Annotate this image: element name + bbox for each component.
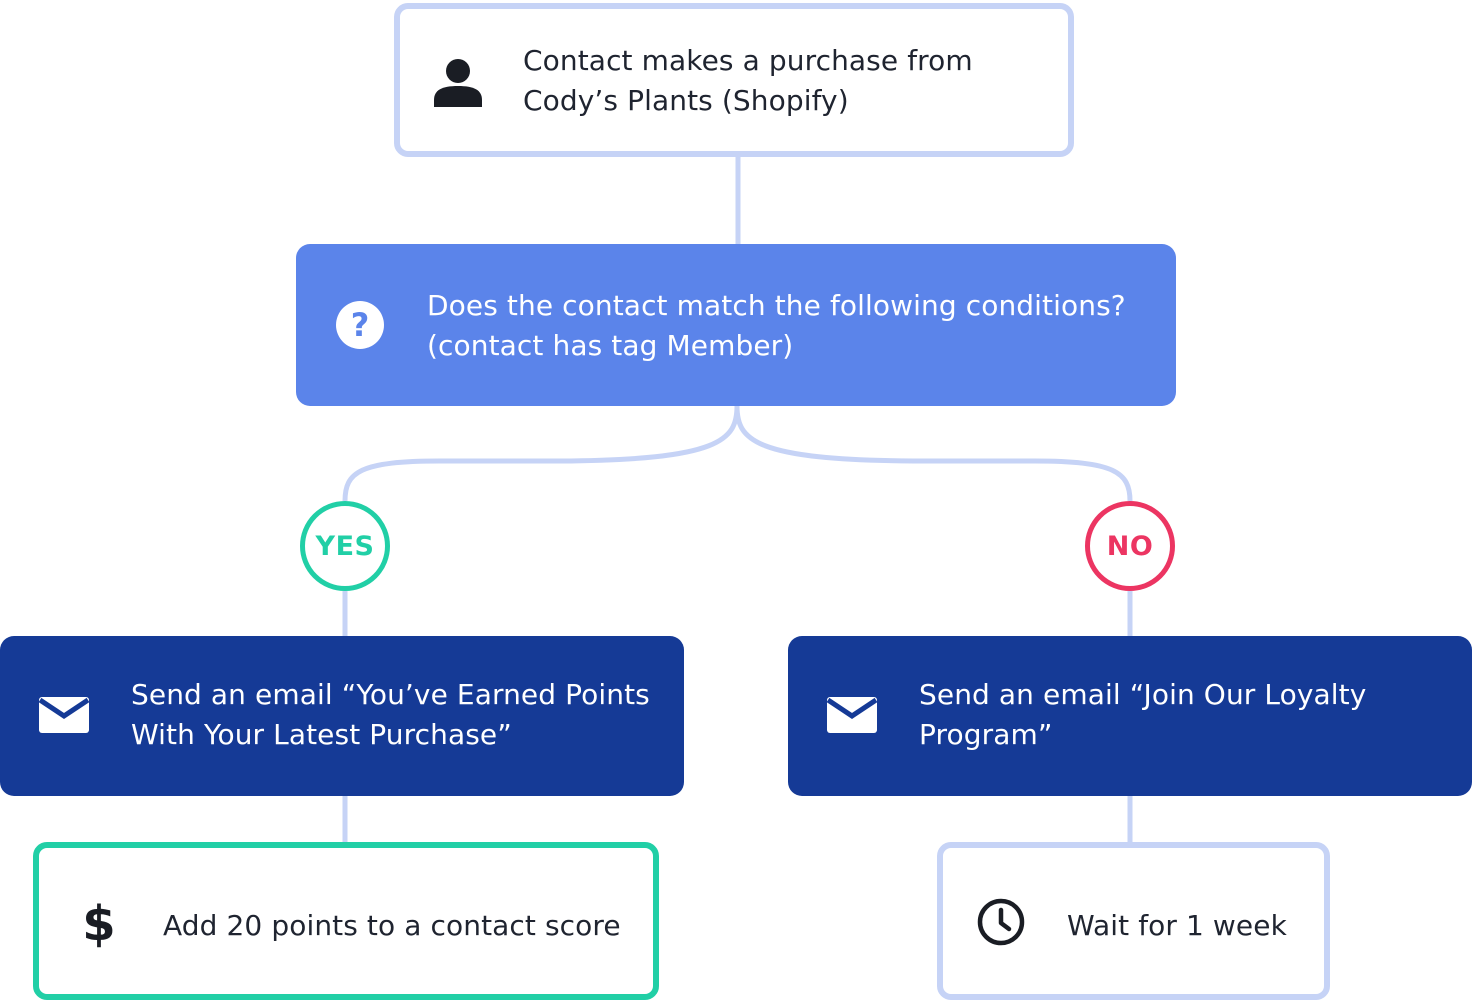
no-email-node[interactable]: Send an email “Join Our Loyalty Program” — [788, 636, 1472, 796]
trigger-text: Contact makes a purchase from Cody’s Pla… — [523, 41, 973, 121]
yes-action-text: Add 20 points to a contact score — [163, 909, 621, 942]
envelope-icon — [38, 697, 90, 737]
svg-text:$: $ — [82, 896, 115, 948]
svg-text:?: ? — [351, 306, 370, 344]
trigger-line-2: Cody’s Plants (Shopify) — [523, 84, 849, 117]
no-email-text: Send an email “Join Our Loyalty Program” — [919, 675, 1366, 755]
trigger-node[interactable]: Contact makes a purchase from Cody’s Pla… — [394, 3, 1074, 157]
condition-node[interactable]: ? Does the contact match the following c… — [296, 244, 1176, 406]
yes-email-node[interactable]: Send an email “You’ve Earned Points With… — [0, 636, 684, 796]
yes-action-node[interactable]: $ Add 20 points to a contact score — [33, 842, 659, 1000]
condition-line-1: Does the contact match the following con… — [427, 289, 1126, 322]
clock-icon — [976, 897, 1026, 951]
condition-text: Does the contact match the following con… — [427, 286, 1126, 366]
no-action-node[interactable]: Wait for 1 week — [937, 842, 1330, 1000]
yes-email-line-2: With Your Latest Purchase” — [131, 718, 512, 751]
condition-line-2: (contact has tag Member) — [427, 329, 794, 362]
connector-condition-yes — [342, 405, 740, 502]
dollar-icon: $ — [81, 896, 117, 952]
no-email-line-2: Program” — [919, 718, 1053, 751]
yes-email-text: Send an email “You’ve Earned Points With… — [131, 675, 650, 755]
yes-email-line-1: Send an email “You’ve Earned Points — [131, 678, 650, 711]
no-badge: NO — [1085, 501, 1175, 591]
person-icon — [432, 57, 484, 113]
envelope-icon — [826, 697, 878, 737]
no-action-text: Wait for 1 week — [1067, 909, 1287, 942]
connector-condition-no — [734, 405, 1133, 502]
yes-badge: YES — [300, 501, 390, 591]
no-email-line-1: Send an email “Join Our Loyalty — [919, 678, 1367, 711]
trigger-line-1: Contact makes a purchase from — [523, 44, 973, 77]
question-icon: ? — [335, 300, 385, 354]
